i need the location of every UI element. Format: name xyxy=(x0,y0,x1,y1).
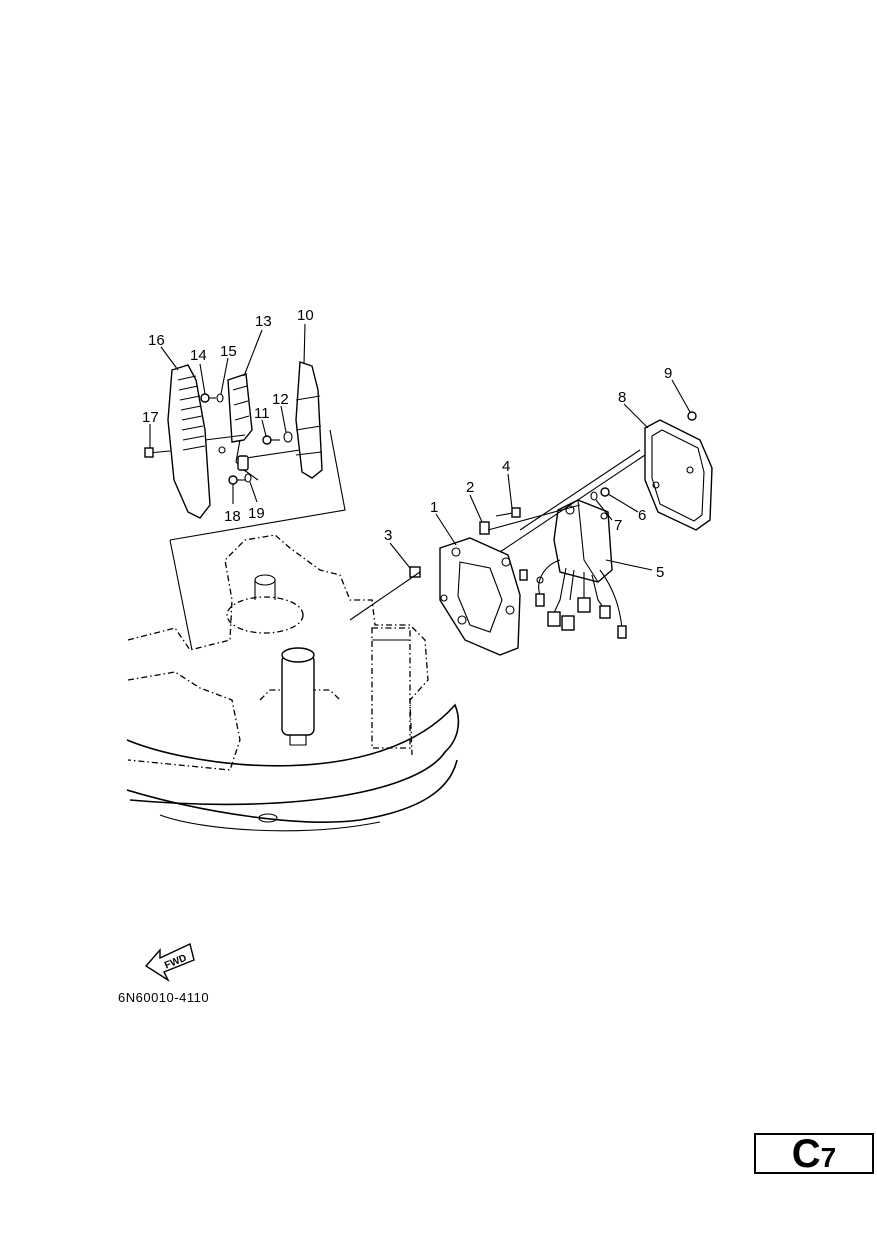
callout-9: 9 xyxy=(664,365,672,382)
part-8-cover xyxy=(644,419,713,531)
callout-19: 19 xyxy=(248,505,265,522)
wire-bundle xyxy=(204,434,301,481)
callout-16: 16 xyxy=(148,332,165,349)
part-16-cover xyxy=(167,364,211,519)
callout-8: 8 xyxy=(618,389,626,406)
callout-7: 7 xyxy=(614,517,622,534)
callout-17: 17 xyxy=(142,409,159,426)
cdi-wires xyxy=(519,559,627,639)
section-letter: C xyxy=(791,1131,821,1176)
section-badge: C 7 xyxy=(754,1133,874,1174)
engine-outline xyxy=(126,534,460,832)
callout-10: 10 xyxy=(297,307,314,324)
fwd-arrow-icon: FWD xyxy=(144,943,195,982)
part-5-cdi-unit xyxy=(553,499,613,583)
hardware-right xyxy=(409,411,697,578)
section-number: 7 xyxy=(820,1141,837,1173)
callout-6: 6 xyxy=(638,507,646,524)
leader-lines xyxy=(149,323,691,571)
callout-3: 3 xyxy=(384,527,392,544)
part-code: 6N60010-4110 xyxy=(118,990,210,1005)
callout-13: 13 xyxy=(255,313,272,330)
callout-labels: 1 2 3 4 5 6 7 8 9 10 11 12 13 14 15 16 1… xyxy=(142,307,672,581)
callout-2: 2 xyxy=(466,479,474,496)
detail-frame xyxy=(169,429,346,651)
part-10-bracket xyxy=(295,361,323,479)
callout-18: 18 xyxy=(224,508,241,525)
callout-11: 11 xyxy=(254,405,270,422)
callout-15: 15 xyxy=(220,343,237,360)
callout-12: 12 xyxy=(272,391,289,408)
part-1-plate xyxy=(439,537,521,656)
hardware-detail xyxy=(144,393,293,485)
callout-14: 14 xyxy=(190,347,207,364)
callout-4: 4 xyxy=(502,458,510,475)
callout-1: 1 xyxy=(430,499,438,516)
alignment-lines xyxy=(349,449,646,621)
callout-5: 5 xyxy=(656,564,664,581)
